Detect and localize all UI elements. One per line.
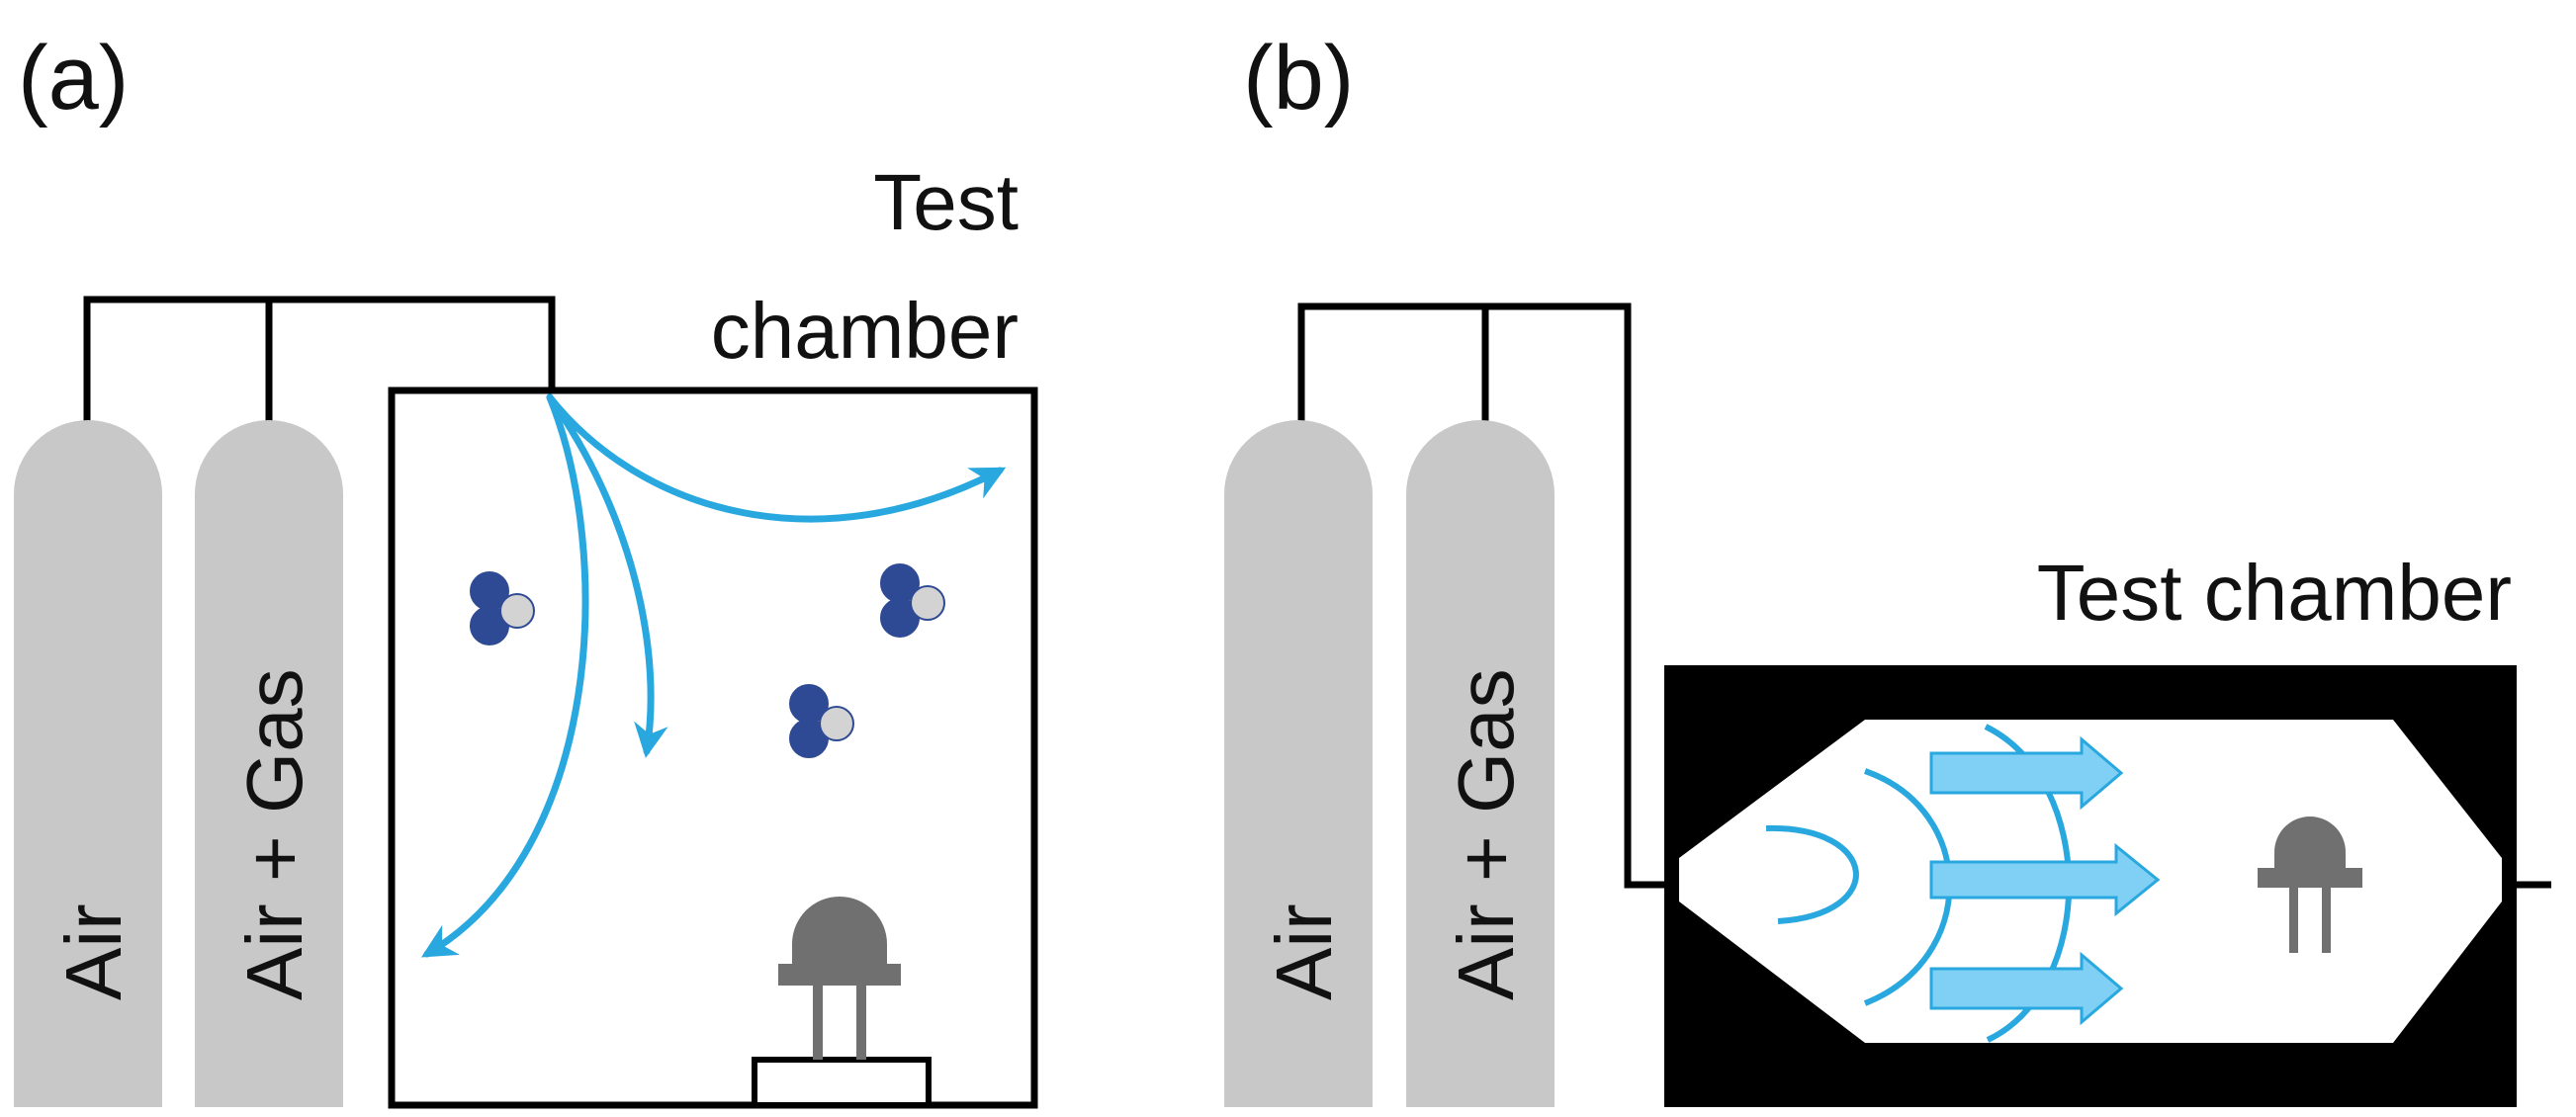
flow-arrow-top (1929, 735, 2124, 811)
panel-b-air-gas-cylinder-label: Air + Gas (1442, 668, 1530, 1000)
panel-b-label: (b) (1243, 28, 1354, 129)
gas-sensor-icon (2258, 816, 2362, 953)
flow-arrow-right (546, 393, 1007, 523)
panel-a-air-cylinder: Air (14, 420, 162, 1107)
panel-a-test-chamber (388, 387, 1038, 1109)
panel-b-air-gas-cylinder: Air + Gas (1406, 420, 1554, 1107)
flow-arrow-middle (546, 393, 668, 758)
gas-molecule-icon (470, 571, 535, 645)
panel-a-air-gas-cylinder: Air + Gas (195, 420, 343, 1108)
panel-a-air-cylinder-label: Air (49, 903, 137, 1000)
panel-b-air-cylinder-label: Air (1260, 903, 1348, 1000)
flow-arrow-left (420, 393, 589, 958)
panel-a: (a) Air Air + Gas Test chamber (14, 28, 1038, 1109)
flow-arrow-center (1929, 842, 2161, 917)
panel-a-gas-lines (83, 296, 556, 423)
gas-molecule-icon (789, 684, 854, 758)
panel-b-air-cylinder: Air (1224, 420, 1373, 1107)
panel-a-chamber-label-line1: Test (873, 158, 1019, 246)
panel-a-flow-arrows (420, 393, 1007, 958)
flow-arrow-bottom (1929, 951, 2124, 1026)
gas-molecule-icon (880, 563, 945, 638)
panel-a-sensor-platform (752, 1057, 932, 1108)
panel-a-air-gas-cylinder-label: Air + Gas (230, 668, 318, 1000)
panel-b: (b) Air Air + Gas Test chamber (1224, 28, 2551, 1107)
panel-b-chamber-label: Test chamber (2037, 549, 2512, 637)
gas-sensor-icon (778, 897, 901, 1060)
panel-a-label: (a) (18, 28, 129, 129)
panel-a-chamber-label-line2: chamber (711, 287, 1019, 375)
panel-b-flow-arrows (1929, 735, 2161, 1026)
